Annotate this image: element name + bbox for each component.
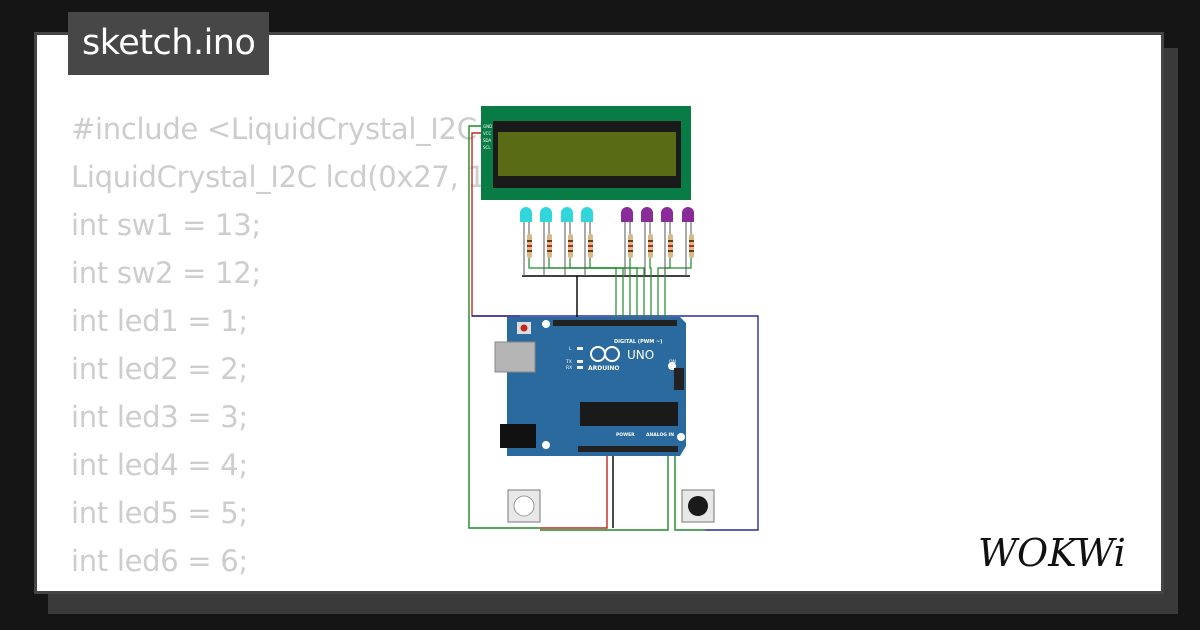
led-signal-wires bbox=[528, 258, 692, 322]
wire-5v bbox=[540, 452, 608, 529]
code-line: int led3 = 3; bbox=[71, 400, 248, 434]
wire-sw2 bbox=[540, 452, 669, 531]
led bbox=[581, 207, 593, 276]
led-signal-wire bbox=[629, 258, 645, 322]
code-line: int led2 = 2; bbox=[71, 352, 248, 386]
code-line: int sw1 = 13; bbox=[71, 208, 261, 242]
lcd-pin-gnd: GND bbox=[483, 124, 492, 129]
wire-top-blue bbox=[472, 315, 759, 531]
led bbox=[561, 207, 573, 276]
led bbox=[621, 207, 633, 276]
board-brand: ARDUINO bbox=[588, 365, 619, 372]
led bbox=[540, 207, 552, 276]
pushbutton-cap[interactable] bbox=[688, 496, 708, 516]
led-signal-wire bbox=[589, 258, 638, 322]
code-line: int led1 = 1; bbox=[71, 304, 248, 338]
circuit-diagram: GND VCC SDA SCL UNO ARDUINO DIGITAL (PWM… bbox=[468, 106, 759, 531]
lcd-display: GND VCC SDA SCL bbox=[481, 106, 691, 200]
digital-header bbox=[553, 320, 677, 326]
lcd-pin-sda: SDA bbox=[483, 138, 492, 143]
digital-label: DIGITAL (PWM ~) bbox=[614, 339, 662, 345]
led-signal-wire bbox=[649, 258, 652, 322]
board-model: UNO bbox=[627, 348, 654, 362]
code-line: int sw2 = 12; bbox=[71, 256, 261, 290]
code-line: #include <LiquidCrystal_I2C.h> bbox=[71, 112, 528, 146]
arduino-uno-board: UNO ARDUINO DIGITAL (PWM ~) POWER ANALOG… bbox=[494, 317, 686, 456]
led bbox=[520, 207, 532, 276]
wire-lcd-gnd bbox=[468, 125, 540, 529]
pushbutton-sw2[interactable] bbox=[507, 489, 541, 523]
led-l-label: L bbox=[569, 346, 572, 352]
lcd-pin-scl: SCL bbox=[483, 145, 491, 150]
led-signal-wire bbox=[657, 258, 671, 322]
led bbox=[682, 207, 694, 276]
led-tx bbox=[577, 360, 583, 363]
led bbox=[661, 207, 673, 276]
pushbutton-sw1[interactable] bbox=[681, 489, 715, 523]
lcd-pin-vcc: VCC bbox=[483, 131, 492, 136]
wokwi-logo: WOKWi bbox=[978, 531, 1126, 575]
led-signal-wire bbox=[664, 258, 692, 322]
mount-hole bbox=[542, 441, 550, 449]
led-l bbox=[577, 347, 583, 350]
lcd-screen bbox=[498, 132, 676, 176]
wire-sw1 bbox=[674, 452, 705, 531]
power-jack bbox=[500, 424, 536, 448]
atmega-chip bbox=[580, 402, 678, 426]
usb-port bbox=[494, 341, 536, 373]
code-line: int led5 = 5; bbox=[71, 496, 248, 530]
mount-hole bbox=[542, 320, 550, 328]
led bbox=[641, 207, 653, 276]
code-line: int led6 = 6; bbox=[71, 544, 248, 578]
power-analog-header bbox=[578, 446, 678, 452]
reset-button-cap[interactable] bbox=[520, 324, 528, 332]
led-array bbox=[520, 207, 694, 276]
wires bbox=[468, 125, 759, 531]
arduino-logo-right bbox=[604, 346, 620, 362]
led-tx-label: TX bbox=[565, 359, 572, 365]
code-line: int led4 = 4; bbox=[71, 448, 248, 482]
pushbutton-cap[interactable] bbox=[513, 495, 535, 517]
analog-label: ANALOG IN bbox=[646, 432, 674, 438]
mount-hole bbox=[677, 433, 685, 441]
filename-tab: sketch.ino bbox=[68, 12, 270, 75]
icsp-header bbox=[674, 368, 684, 390]
logo-text: WOKWi bbox=[978, 531, 1126, 575]
power-label: POWER bbox=[616, 432, 635, 438]
led-rx bbox=[577, 366, 583, 369]
on-label: ON bbox=[669, 359, 676, 365]
led-rx-label: RX bbox=[566, 365, 572, 371]
code-line: int led7 = 7; bbox=[71, 585, 560, 591]
